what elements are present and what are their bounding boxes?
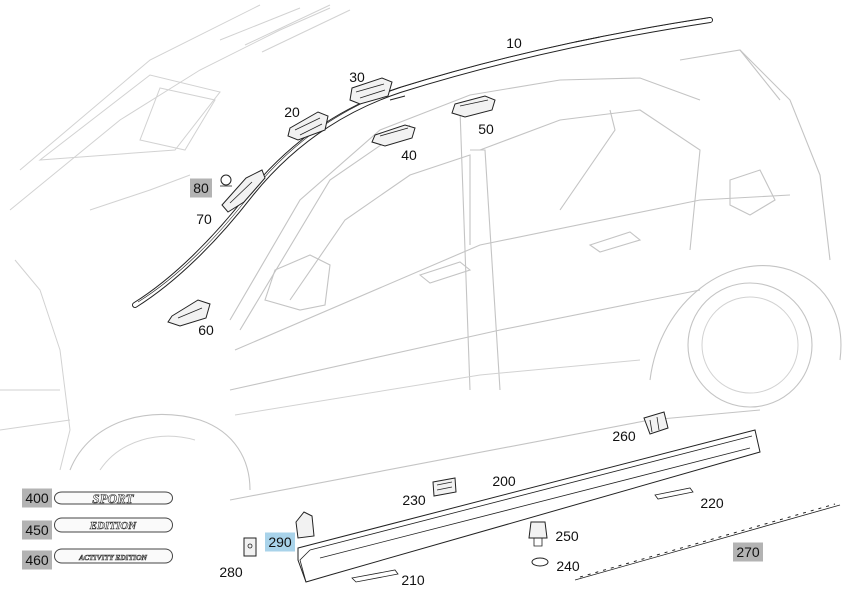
clip-280	[243, 537, 257, 557]
part-number-20: 20	[284, 104, 300, 120]
badge-edition-text: EDITION	[89, 520, 138, 532]
part-number-260: 260	[612, 428, 636, 444]
clip-290	[295, 511, 315, 539]
part-number-240: 240	[556, 558, 580, 574]
badge-activity-edition-text: ACTIVITY EDITION	[78, 553, 147, 562]
bracket-60	[167, 299, 211, 327]
bracket-30	[349, 77, 393, 105]
label-highlight-460	[22, 550, 52, 570]
label-highlight-450	[22, 520, 52, 540]
part-number-60: 60	[198, 322, 214, 338]
part-number-250: 250	[555, 528, 579, 544]
part-number-50: 50	[478, 121, 494, 137]
part-number-220: 220	[700, 495, 724, 511]
label-highlight-270	[733, 542, 763, 562]
label-highlight-400	[22, 488, 52, 508]
bracket-50	[451, 95, 496, 118]
roof-rail-molding	[132, 17, 713, 308]
part-number-460: 460	[25, 552, 49, 568]
label-highlight-290	[265, 532, 295, 552]
part-number-30: 30	[349, 69, 365, 85]
part-number-200: 200	[492, 473, 516, 489]
bracket-40	[371, 124, 416, 147]
part-number-10: 10	[506, 35, 522, 51]
part-number-280: 280	[219, 564, 243, 580]
part-number-labels: 10 20 30 40 50 60 70 80 200 210 220 230 240 250 260 270…	[22, 35, 763, 588]
bracket-20	[287, 111, 329, 141]
clip-240	[531, 557, 549, 567]
strip-220	[654, 487, 694, 500]
badge-sport: SPORT	[54, 491, 173, 506]
strip-270	[574, 503, 841, 581]
label-highlight-80	[190, 178, 212, 198]
part-number-210: 210	[401, 572, 425, 588]
plate-230	[432, 477, 457, 497]
part-number-40: 40	[401, 147, 417, 163]
strip-210	[351, 569, 399, 583]
badge-sport-text: SPORT	[92, 491, 134, 506]
clip-80	[220, 174, 232, 187]
part-number-450: 450	[25, 522, 49, 538]
bracket-70	[221, 169, 266, 213]
badge-activity-edition: ACTIVITY EDITION	[54, 548, 173, 564]
part-number-270: 270	[736, 544, 760, 560]
clip-260	[643, 411, 669, 435]
badge-edition: EDITION	[54, 517, 173, 533]
part-number-80: 80	[193, 180, 209, 196]
part-number-70: 70	[196, 211, 212, 227]
clip-250	[528, 521, 548, 547]
car-body-outline	[0, 4, 842, 501]
part-number-400: 400	[25, 490, 49, 506]
part-number-290: 290	[268, 534, 292, 550]
side-sill-panel	[297, 429, 761, 583]
part-number-230: 230	[402, 492, 426, 508]
